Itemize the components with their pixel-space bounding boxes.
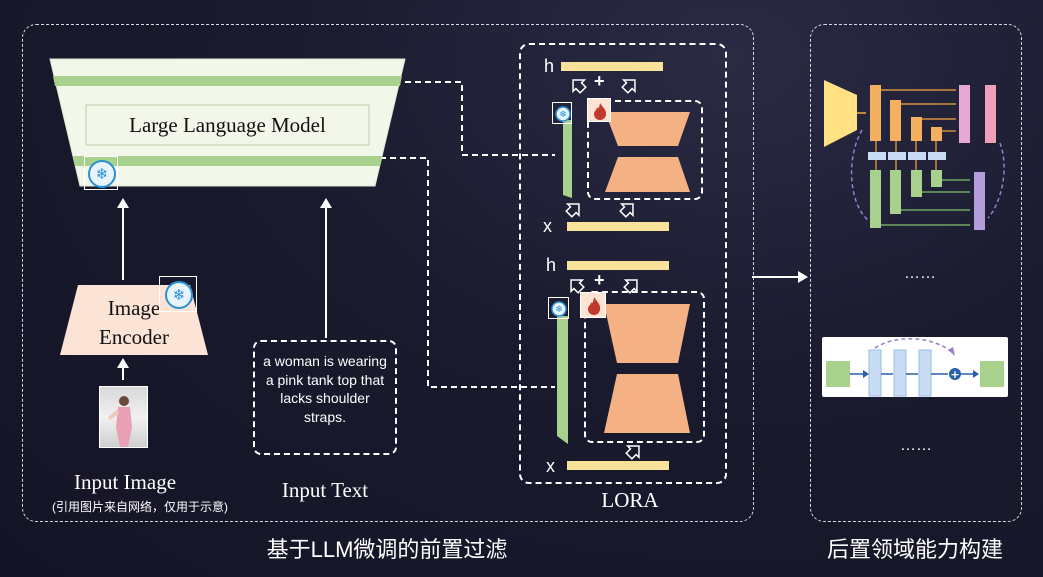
blue-node-2 [888, 152, 906, 160]
decoder-bar-3 [911, 170, 922, 197]
svg-text:❄: ❄ [559, 110, 567, 120]
decoder-bar-4 [931, 170, 942, 187]
lora-box [519, 43, 727, 484]
unet-output-block [980, 361, 1004, 387]
lora-top-frozen-icon: ❄ [552, 102, 572, 124]
input-image-label: Input Image [73, 470, 177, 494]
lora-top-plus: + [594, 71, 605, 91]
encoder-label-line1: Image [107, 296, 161, 320]
llm-to-lora-bottom-line [370, 157, 555, 388]
lora-bottom-frozen-icon: ❄ [548, 297, 569, 319]
lora-top-x-label: x [543, 216, 552, 236]
lora-bottom-fire-icon [580, 292, 606, 318]
lora-label: LORA [601, 488, 659, 512]
unet-block-1 [868, 349, 882, 397]
right-ellipsis-2: …… [900, 437, 932, 454]
blue-node-4 [928, 152, 946, 160]
caption-prefilter: 基于LLM微调的前置过滤 [266, 537, 508, 562]
encoder-frozen-icon: ❄ [159, 276, 197, 312]
encoder-bar-1 [870, 85, 881, 141]
lora-top-h-label: h [544, 56, 555, 76]
pink-bar-1 [959, 85, 970, 143]
encoder-bar-2 [890, 100, 901, 141]
input-image-thumbnail [99, 386, 148, 448]
llm-frozen-icon: ❄ [84, 156, 118, 190]
postdomain-group [810, 24, 1022, 522]
blue-node-1 [868, 152, 886, 160]
lora-top-output-bar [561, 62, 663, 71]
decoder-bar-2 [890, 170, 901, 214]
backbone-funnel [824, 80, 857, 147]
lora-bottom-x-label: x [546, 456, 555, 476]
blue-node-3 [908, 152, 926, 160]
lora-bottom-h-label: h [546, 255, 557, 275]
input-image-note: (引用图片来自网络，仅用于示意) [52, 500, 228, 514]
lora-top-inner-box [587, 100, 703, 200]
unet-input-block [826, 361, 850, 387]
input-text-box [253, 340, 397, 455]
svg-text:❄: ❄ [173, 286, 186, 304]
lora-bottom-plus: + [594, 270, 605, 290]
lora-top-fire-icon [587, 98, 611, 122]
llm-label: Large Language Model [129, 113, 326, 137]
svg-text:❄: ❄ [96, 165, 109, 183]
pink-bar-2 [985, 85, 996, 143]
unet-block-2 [893, 349, 907, 397]
prefilter-group [22, 24, 754, 522]
lora-bottom-output-bar [567, 261, 669, 270]
unet-add-node [949, 368, 961, 380]
lora-bottom-inner-box [584, 291, 705, 443]
encoder-bar-3 [911, 117, 922, 141]
svg-text:❄: ❄ [555, 305, 563, 315]
input-text-content: a woman is wearing a pink tank top that … [263, 353, 387, 425]
unet-block-3 [918, 349, 932, 397]
caption-postdomain: 后置领域能力构建 [826, 537, 1003, 562]
unet-panel [822, 337, 1008, 397]
svg-text:+: + [950, 368, 959, 381]
encoder-label-line2: Encoder [99, 325, 169, 349]
llm-to-lora-top-line [405, 81, 555, 156]
lora-bottom-input-bar [567, 461, 669, 470]
purple-output-bar [974, 172, 985, 230]
input-text-label: Input Text [281, 478, 369, 502]
right-ellipsis-1: …… [904, 265, 936, 282]
encoder-bar-4 [931, 127, 942, 141]
decoder-bar-1 [870, 170, 881, 228]
lora-top-input-bar [567, 222, 669, 231]
